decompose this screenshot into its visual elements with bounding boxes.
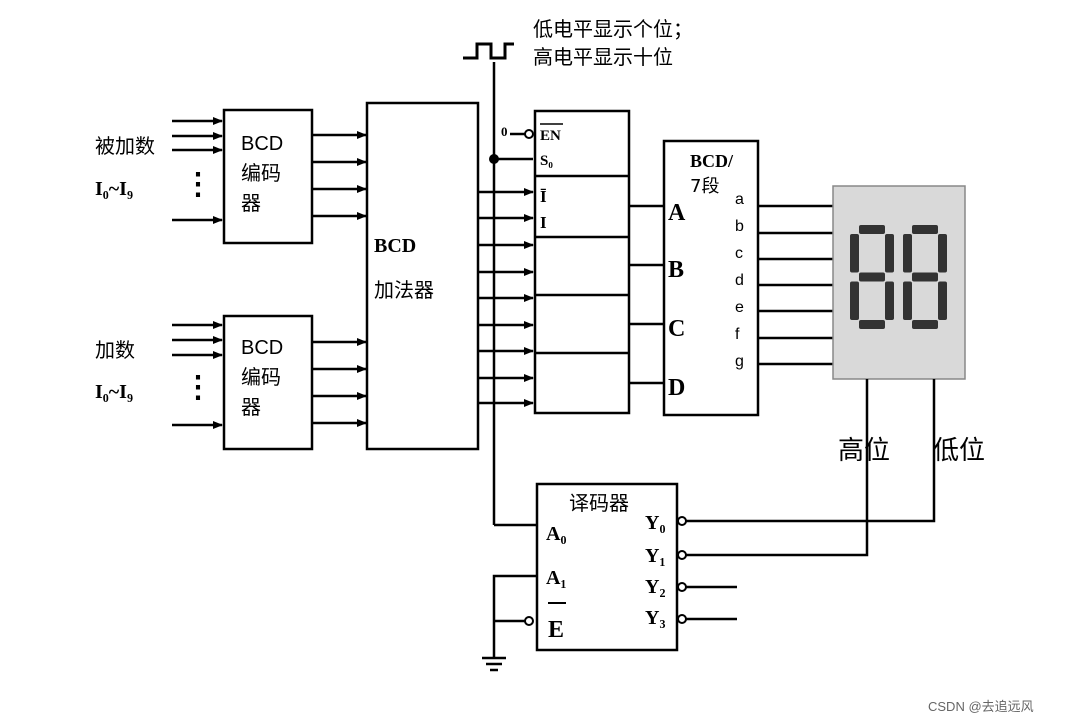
decoder-ebar-label: E	[548, 617, 564, 643]
segment-c	[938, 281, 947, 320]
segment-b	[938, 234, 947, 273]
addend-bcd-encoder	[222, 108, 314, 245]
segment-d	[859, 320, 885, 329]
clock-note-line1: 低电平显示个位；	[533, 17, 693, 41]
bcd7-output-f: f	[735, 326, 740, 343]
decoder-y2-label: Y₂	[645, 576, 665, 598]
ground-icon	[482, 656, 506, 672]
segment-f	[850, 234, 859, 273]
adder-label-line1: BCD	[374, 235, 416, 257]
digit-select-lines	[685, 379, 936, 557]
mux-to-bcd7-lines	[629, 204, 664, 385]
bcd-adder	[365, 101, 480, 451]
decoder-unused-outputs	[686, 585, 737, 621]
adder-label-line2: 加法器	[374, 278, 434, 302]
adder-to-mux-arrows	[478, 188, 534, 407]
addend-encoder-line1: BCD	[241, 133, 283, 155]
addend-input-arrows	[172, 117, 223, 224]
digit-high	[850, 225, 894, 329]
bcd7-output-a: a	[735, 191, 744, 208]
bcd7-output-g: g	[735, 353, 744, 370]
segment-bus-lines	[758, 204, 833, 366]
bcd7-title-line2: 7段	[690, 176, 719, 197]
addend-ellipsis: ⋮	[183, 168, 213, 201]
bcd7-output-e: e	[735, 299, 744, 316]
segment-a	[912, 225, 938, 234]
addend-label: 被加数	[95, 134, 155, 158]
high-digit-label: 高位	[838, 436, 890, 466]
bcd7-output-d: d	[735, 272, 744, 289]
junction-dot	[489, 154, 499, 164]
segment-f	[903, 234, 912, 273]
segment-d	[912, 320, 938, 329]
bcd-7seg-decoder	[662, 139, 760, 417]
addend-encoder-line3: 器	[241, 191, 261, 215]
clock-waveform	[463, 42, 514, 60]
mux-en-label: EN	[540, 128, 561, 144]
addend-to-adder-arrows	[312, 131, 367, 220]
segment-a	[859, 225, 885, 234]
bcd7-input-b: B	[668, 257, 684, 283]
augend-encoder-line1: BCD	[241, 337, 283, 359]
decoder-a1-label: A₁	[546, 567, 566, 589]
mux-zero-label: 0	[501, 124, 508, 139]
segment-g	[912, 272, 938, 282]
inverter-bubble	[524, 129, 534, 139]
bcd7-input-c: C	[668, 316, 685, 342]
mux-i-label: I	[540, 213, 547, 232]
augend-encoder-line2: 编码	[241, 365, 281, 389]
segment-g	[859, 272, 885, 282]
addend-range: I₀~I₉	[95, 178, 133, 200]
segment-c	[885, 281, 894, 320]
clock-note-line2: 高电平显示十位	[533, 45, 673, 69]
decoder-a0-label: A₀	[546, 523, 566, 545]
ground-wiring	[492, 574, 537, 658]
decoder-2-4	[535, 482, 679, 652]
segment-e	[903, 281, 912, 320]
bcd7-title-line1: BCD/	[690, 151, 734, 171]
augend-to-adder-arrows	[312, 338, 367, 427]
augend-input-arrows	[172, 321, 223, 429]
decoder-title: 译码器	[569, 491, 629, 515]
augend-encoder-line3: 器	[241, 395, 261, 419]
augend-bcd-encoder	[222, 314, 314, 451]
bcd7-output-b: b	[735, 218, 744, 235]
digit-low	[903, 225, 947, 329]
bcd7-output-c: c	[735, 245, 743, 262]
clock-bus	[492, 62, 537, 527]
bcd7-input-a: A	[668, 200, 686, 226]
segment-e	[850, 281, 859, 320]
segment-b	[885, 234, 894, 273]
augend-label: 加数	[95, 338, 135, 362]
multiplexer	[533, 109, 631, 415]
augend-ellipsis: ⋮	[183, 371, 213, 404]
mux-ibar-label: Ī	[540, 187, 547, 206]
decoder-y0-label: Y₀	[645, 512, 665, 534]
enable-bubble	[524, 616, 534, 626]
mux-s0-label: S₀	[540, 153, 553, 169]
decoder-y3-label: Y₃	[645, 607, 665, 629]
augend-range: I₀~I₉	[95, 381, 133, 403]
watermark: CSDN @去追远风	[928, 699, 1034, 714]
low-digit-label: 低位	[933, 436, 985, 466]
decoder-y1-label: Y₁	[645, 545, 665, 567]
decoder-output-bubbles	[677, 516, 687, 624]
bcd7-input-d: D	[668, 375, 685, 401]
addend-encoder-line2: 编码	[241, 161, 281, 185]
